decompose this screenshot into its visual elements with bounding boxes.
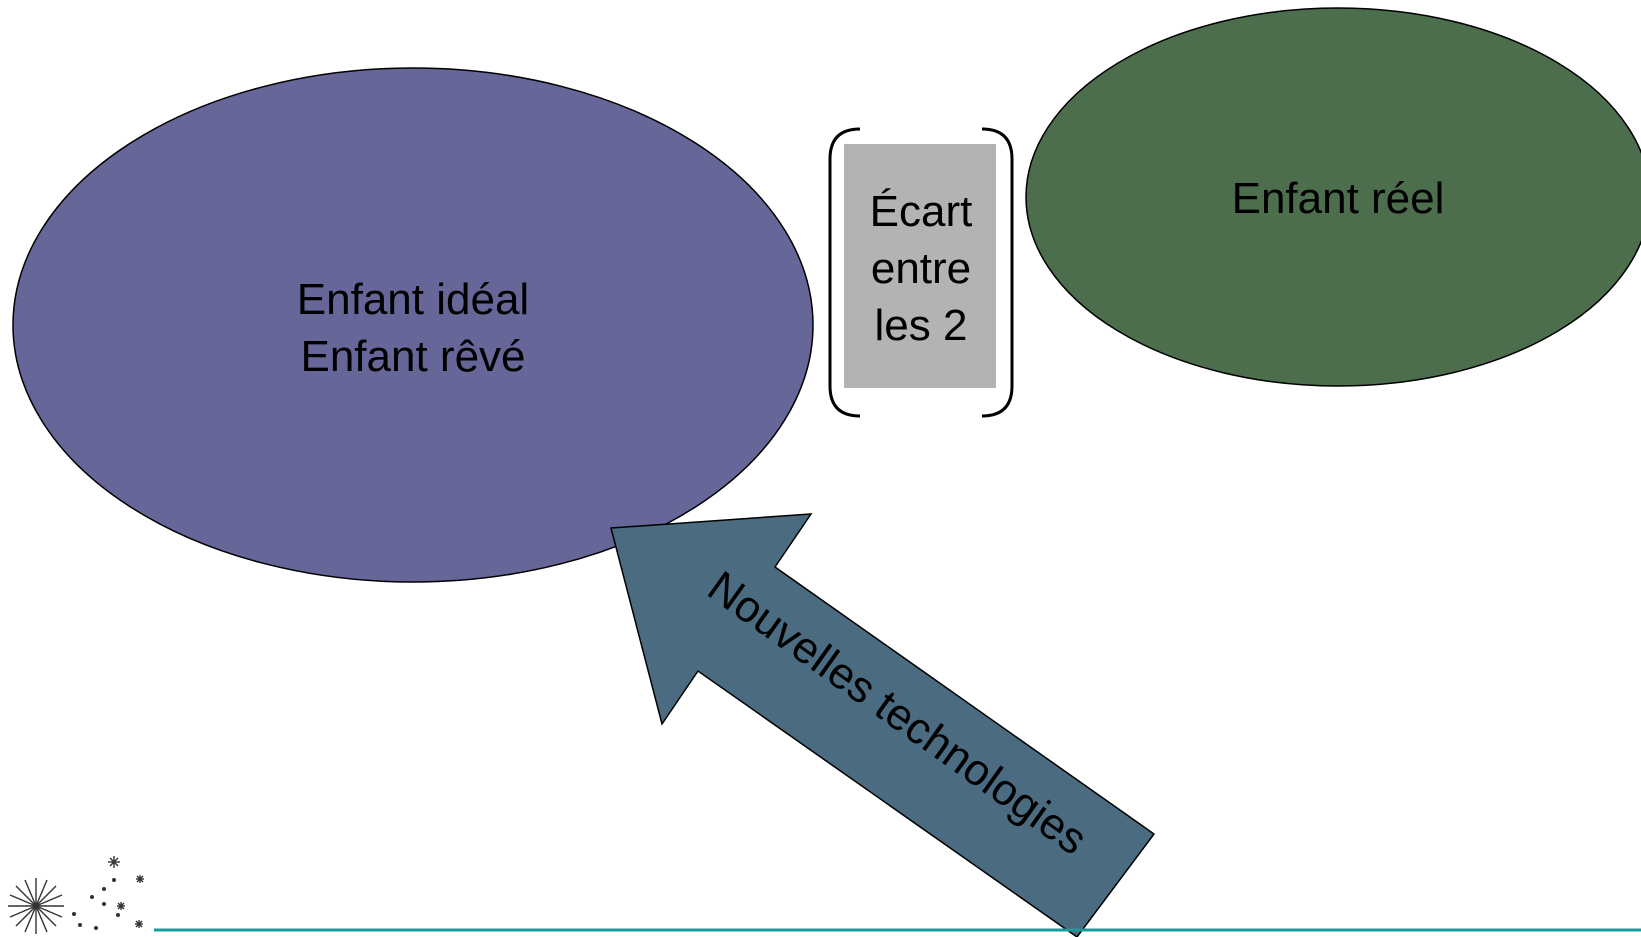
technology-arrow-shape [610, 513, 1156, 937]
real-child-node: Enfant réel [1025, 7, 1641, 387]
real-child-ellipse [1025, 7, 1641, 387]
ideal-child-label-1: Enfant idéal [297, 275, 529, 324]
ideal-child-label-2: Enfant rêvé [300, 332, 525, 381]
dandelion-seeds-icon [8, 856, 144, 934]
ideal-child-ellipse [12, 67, 814, 583]
real-child-label: Enfant réel [1232, 174, 1445, 223]
gap-right-bracket [981, 127, 1014, 418]
gap-label-1: Écart [870, 187, 973, 236]
technology-arrow: Nouvelles technologies [610, 513, 1156, 937]
dandelion-seed-dots [72, 878, 120, 930]
gap-label-3: les 2 [875, 301, 968, 350]
gap-node: Écart entre les 2 [828, 127, 1014, 418]
gap-box [844, 144, 996, 388]
gap-left-bracket [828, 127, 861, 418]
ideal-child-node: Enfant idéal Enfant rêvé [12, 67, 814, 583]
gap-label-2: entre [871, 244, 971, 293]
